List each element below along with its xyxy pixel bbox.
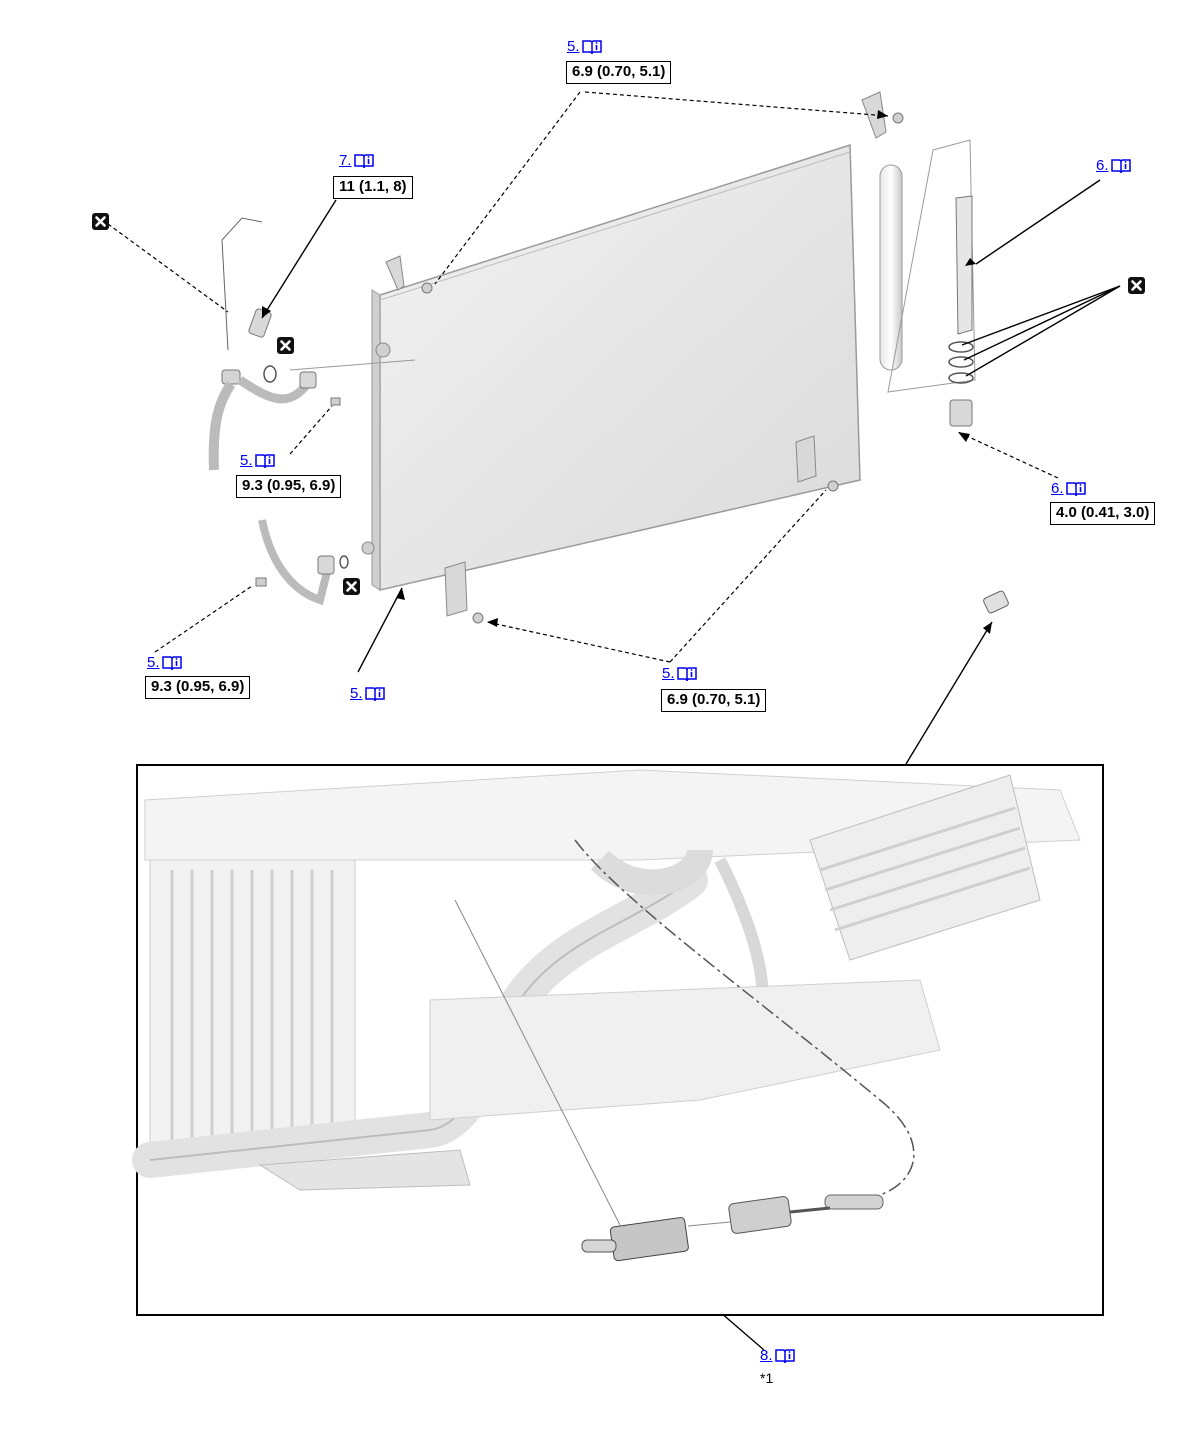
book-info-icon [774,1348,795,1363]
receiver-tank [879,164,903,371]
book-info-icon [1065,481,1086,496]
torque-spec: 4.0 (0.41, 3.0) [1050,502,1156,525]
procedure-link-step-5[interactable]: 5. [567,38,603,55]
step-number: 6. [1051,480,1064,497]
procedure-link-step-5[interactable]: 5. [147,654,183,671]
procedure-link-step-5[interactable]: 5. [662,665,698,682]
procedure-link-step-6[interactable]: 6. [1096,157,1132,174]
book-info-icon [161,655,182,670]
step-number: 7. [339,152,352,169]
leader-lines-dashed [107,91,1059,663]
book-info-icon [353,153,374,168]
step-number: 5. [350,685,363,702]
step-number: 5. [662,665,675,682]
step-number: 5. [567,38,580,55]
detail-view [132,764,1104,1316]
liquid-pipe [255,519,349,606]
non-reusable-part-icon [92,213,109,230]
mounting-bolts [421,112,904,624]
torque-spec: 11 (1.1, 8) [333,176,413,199]
procedure-link-step-5[interactable]: 5. [240,452,276,469]
step-number: 6. [1096,157,1109,174]
step-number: 5. [147,654,160,671]
torque-spec: 9.3 (0.95, 6.9) [145,676,251,699]
book-info-icon [676,666,697,681]
book-info-icon [581,39,602,54]
book-info-icon [364,686,385,701]
non-reusable-part-icon [1128,277,1145,294]
procedure-link-step-8[interactable]: 8. [760,1347,796,1364]
torque-spec: 9.3 (0.95, 6.9) [236,475,342,498]
procedure-link-step-7[interactable]: 7. [339,152,375,169]
ambient-temp-sensor [983,590,1009,614]
step-number: 8. [760,1347,773,1364]
step-number: 5. [240,452,253,469]
procedure-link-step-6[interactable]: 6. [1051,480,1087,497]
procedure-link-step-5[interactable]: 5. [350,685,386,702]
book-info-icon [254,453,275,468]
discharge-pipe [208,217,416,471]
non-reusable-part-icon [343,578,360,595]
book-info-icon [1110,158,1131,173]
torque-spec: 6.9 (0.70, 5.1) [566,61,672,84]
desiccant-filter [887,139,976,427]
leader-lines-solid [261,179,1121,1351]
callout-note: *1 [760,1370,774,1386]
torque-spec: 6.9 (0.70, 5.1) [661,689,767,712]
non-reusable-part-icon [277,337,294,354]
condenser [361,91,887,617]
